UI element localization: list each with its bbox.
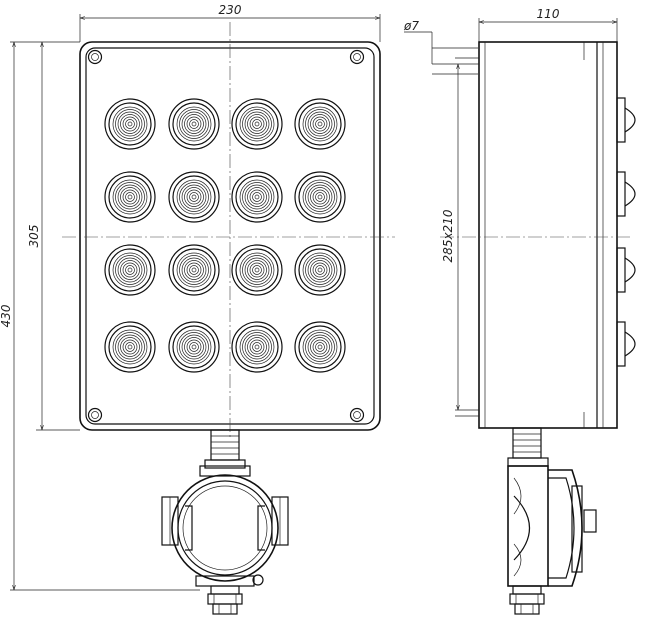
side-bottom-cable-gland	[509, 585, 545, 615]
pushbutton-icon	[168, 171, 220, 223]
pushbutton-icon	[104, 171, 156, 223]
pushbutton-icon	[294, 98, 346, 150]
dim-side-depth-label: 110	[537, 7, 560, 21]
dim-mount-height-label: 305	[27, 225, 41, 248]
pushbutton-icon	[104, 98, 156, 150]
pushbutton-icon	[294, 171, 346, 223]
dim-mount-spacing-label: 285x210	[441, 209, 455, 262]
pushbutton-icon	[294, 321, 346, 373]
side-view: 110 ø7 285x210	[403, 7, 636, 615]
ground-screw-icon	[252, 574, 264, 586]
dim-total-height: 430	[0, 41, 200, 591]
side-top-cable-gland	[507, 427, 549, 467]
junction-box	[161, 465, 289, 587]
dim-mount-height: 305	[27, 41, 80, 431]
corner-screw-icon	[349, 49, 365, 65]
side-button-icon	[616, 171, 636, 217]
bottom-cable-gland	[207, 585, 243, 615]
dim-hole-diameter: ø7	[403, 19, 478, 75]
pushbutton-icon	[168, 98, 220, 150]
side-button-icon	[616, 247, 636, 293]
dim-front-width-label: 230	[219, 3, 242, 17]
pushbutton-icon	[104, 321, 156, 373]
button-grid	[104, 98, 346, 373]
dim-mount-spacing: 285x210	[441, 64, 458, 410]
side-junction-box	[507, 465, 597, 587]
side-enclosure-body	[478, 41, 618, 429]
pushbutton-icon	[294, 244, 346, 296]
corner-screw-icon	[349, 407, 365, 423]
pushbutton-icon	[231, 244, 283, 296]
pushbutton-icon	[168, 244, 220, 296]
pushbutton-icon	[231, 321, 283, 373]
dim-side-depth: 110	[478, 7, 618, 42]
pushbutton-icon	[104, 244, 156, 296]
pushbutton-icon	[168, 321, 220, 373]
side-button-icon	[616, 321, 636, 367]
corner-screw-icon	[87, 49, 103, 65]
pushbutton-icon	[231, 171, 283, 223]
corner-screw-icon	[87, 407, 103, 423]
top-cable-gland	[204, 429, 246, 469]
pushbutton-icon	[231, 98, 283, 150]
dim-front-width: 230	[79, 3, 381, 42]
side-button-icon	[616, 97, 636, 143]
front-view: 230 305 430	[0, 3, 395, 615]
dim-hole-diameter-label: ø7	[403, 19, 419, 33]
dim-total-height-label: 430	[0, 304, 13, 327]
